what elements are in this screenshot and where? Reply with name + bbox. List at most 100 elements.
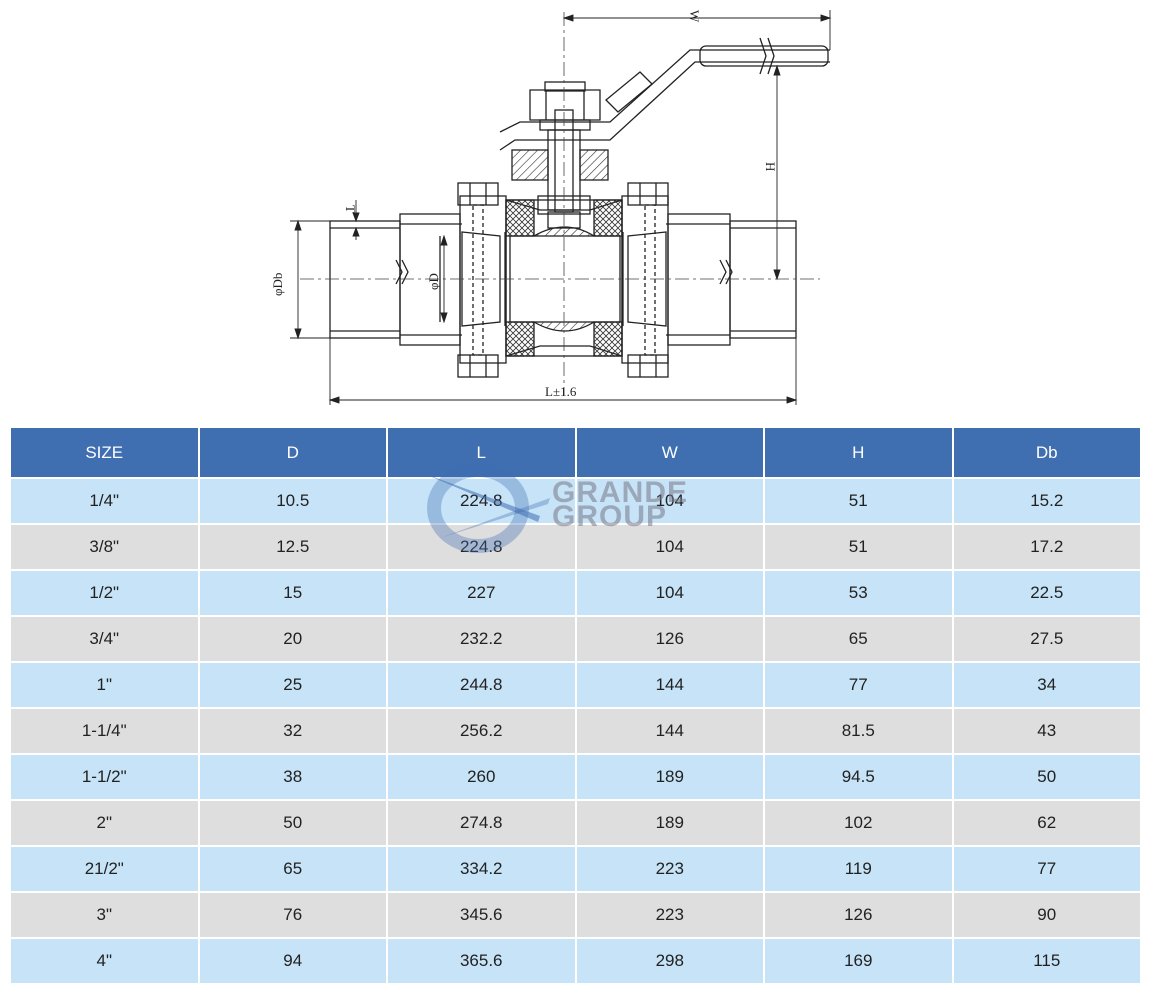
cell-h: 119	[765, 847, 952, 891]
cell-l: 244.8	[388, 663, 575, 707]
cell-l: 256.2	[388, 709, 575, 753]
header-d: D	[199, 428, 386, 477]
cell-size: 1/4"	[11, 479, 198, 523]
cell-size: 2"	[11, 801, 198, 845]
cell-db: 115	[953, 939, 1140, 983]
header-h: H	[765, 428, 952, 477]
cell-size: 1/2"	[11, 571, 198, 615]
cell-db: 22.5	[953, 571, 1140, 615]
cell-d: 50	[199, 801, 386, 845]
valve-drawing-svg: W H T φDb φD L±1.6	[270, 10, 832, 405]
cell-db: 62	[953, 801, 1140, 845]
right-pipe-end	[729, 220, 797, 339]
cell-d: 12.5	[199, 525, 386, 569]
cell-w: 223	[576, 847, 763, 891]
cell-l: 260	[388, 755, 575, 799]
valve-technical-drawing: W H T φDb φD L±1.6	[0, 0, 1150, 420]
cell-d: 65	[199, 847, 386, 891]
dim-label-t: T	[343, 205, 358, 213]
cell-d: 38	[199, 755, 386, 799]
dim-label-h: H	[763, 162, 778, 171]
left-flange	[457, 182, 507, 378]
stem-nut	[529, 81, 601, 131]
cell-d: 76	[199, 893, 386, 937]
cell-w: 104	[576, 525, 763, 569]
left-pipe-end	[329, 220, 409, 339]
header-size: SIZE	[11, 428, 198, 477]
cell-d: 20	[199, 617, 386, 661]
cell-db: 77	[953, 847, 1140, 891]
header-w: W	[576, 428, 763, 477]
cell-db: 27.5	[953, 617, 1140, 661]
cell-d: 94	[199, 939, 386, 983]
dim-label-w: W	[687, 10, 702, 23]
cell-w: 189	[576, 755, 763, 799]
table-header-row: SIZE D L W H Db	[11, 428, 1140, 477]
cell-size: 1"	[11, 663, 198, 707]
cell-size: 1-1/2"	[11, 755, 198, 799]
cell-h: 77	[765, 663, 952, 707]
cell-h: 65	[765, 617, 952, 661]
cell-h: 51	[765, 525, 952, 569]
dim-label-l: L±1.6	[545, 384, 577, 399]
cell-size: 21/2"	[11, 847, 198, 891]
cell-w: 126	[576, 617, 763, 661]
cell-db: 50	[953, 755, 1140, 799]
cell-w: 189	[576, 801, 763, 845]
cell-db: 43	[953, 709, 1140, 753]
cell-l: 345.6	[388, 893, 575, 937]
cell-h: 102	[765, 801, 952, 845]
cell-db: 34	[953, 663, 1140, 707]
right-body-end	[627, 213, 733, 346]
cell-w: 144	[576, 663, 763, 707]
cell-h: 94.5	[765, 755, 952, 799]
cell-l: 232.2	[388, 617, 575, 661]
header-db: Db	[953, 428, 1140, 477]
cell-w: 104	[576, 571, 763, 615]
cell-d: 25	[199, 663, 386, 707]
cell-w: 298	[576, 939, 763, 983]
cell-l: 224.8	[388, 479, 575, 523]
cell-d: 15	[199, 571, 386, 615]
header-l: L	[388, 428, 575, 477]
cell-w: 223	[576, 893, 763, 937]
cell-l: 224.8	[388, 525, 575, 569]
cell-size: 3/8"	[11, 525, 198, 569]
cell-h: 81.5	[765, 709, 952, 753]
cell-d: 10.5	[199, 479, 386, 523]
cell-d: 32	[199, 709, 386, 753]
cell-size: 3/4"	[11, 617, 198, 661]
cell-l: 227	[388, 571, 575, 615]
cell-db: 17.2	[953, 525, 1140, 569]
right-flange	[621, 182, 669, 378]
cell-w: 144	[576, 709, 763, 753]
cell-l: 274.8	[388, 801, 575, 845]
cell-db: 15.2	[953, 479, 1140, 523]
cell-size: 4"	[11, 939, 198, 983]
cell-h: 53	[765, 571, 952, 615]
left-body-end	[399, 213, 501, 346]
valve-handle	[499, 37, 830, 151]
cell-w: 104	[576, 479, 763, 523]
cell-h: 51	[765, 479, 952, 523]
cell-size: 3"	[11, 893, 198, 937]
cell-l: 365.6	[388, 939, 575, 983]
cell-h: 169	[765, 939, 952, 983]
dim-label-db: φDb	[270, 273, 285, 296]
cell-db: 90	[953, 893, 1140, 937]
cell-l: 334.2	[388, 847, 575, 891]
cell-h: 126	[765, 893, 952, 937]
table-header: SIZE D L W H Db	[11, 428, 1140, 477]
